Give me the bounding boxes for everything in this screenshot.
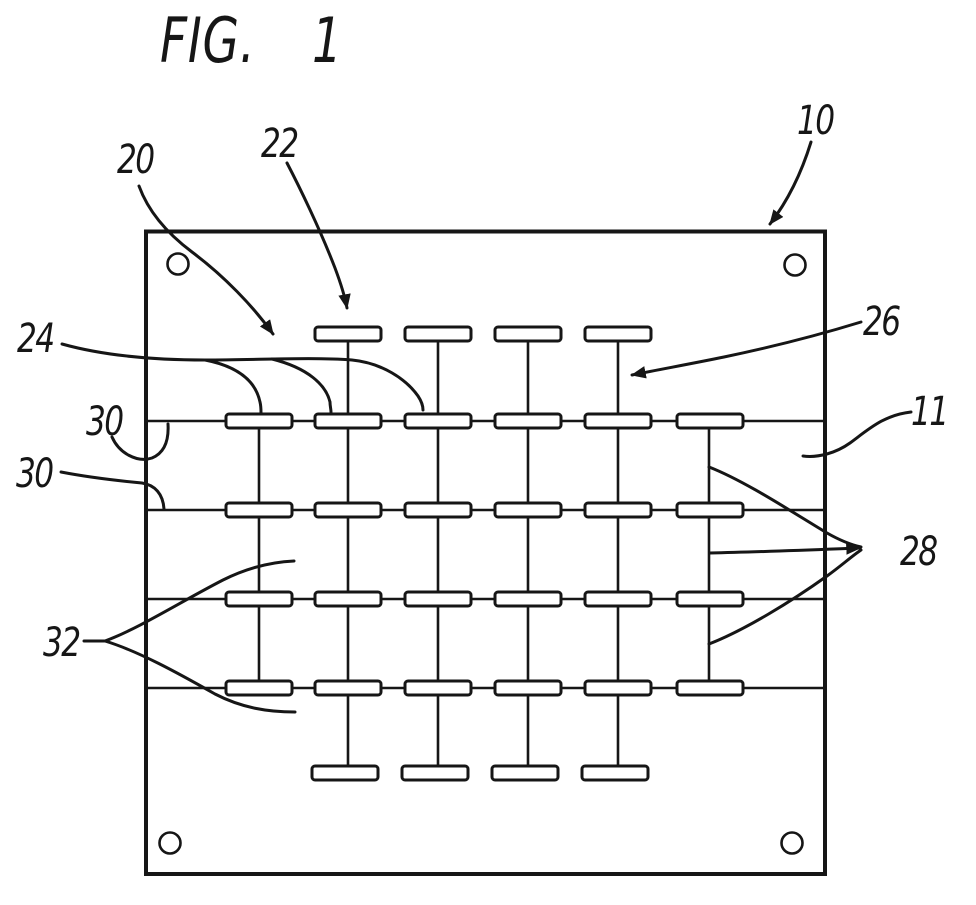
contact-pad: [675, 679, 745, 697]
mounting-hole-bottom-left: [158, 831, 182, 855]
ref-numeral-20: 20: [117, 137, 155, 183]
leader-lines: [59, 140, 913, 714]
leader-24-branch: [203, 358, 263, 415]
ref-numeral-30-upper: 30: [86, 399, 124, 445]
leader-10: [768, 140, 813, 226]
contact-pad: [493, 679, 563, 697]
contact-pad: [493, 325, 563, 343]
ref-numeral-24: 24: [17, 316, 55, 362]
contact-pad: [310, 764, 380, 782]
leader-24-main: [60, 342, 425, 412]
ref-numeral-11: 11: [911, 389, 949, 435]
leader-26: [630, 320, 863, 379]
contact-pad: [403, 590, 473, 608]
leader-30-upper: [110, 422, 170, 461]
leader-30-lower: [59, 470, 166, 511]
contact-pad: [224, 412, 294, 430]
leader-20: [137, 184, 275, 336]
contact-pad: [583, 501, 653, 519]
contact-pad: [675, 590, 745, 608]
contact-pad: [313, 590, 383, 608]
contact-pad: [583, 325, 653, 343]
contact-pad: [313, 325, 383, 343]
contact-pads: [224, 325, 745, 782]
ref-numeral-30-lower: 30: [16, 451, 54, 497]
contact-pad: [403, 501, 473, 519]
figure-title: FIG.: [160, 4, 256, 77]
contact-pad: [224, 590, 294, 608]
leader-32-lower: [103, 639, 297, 714]
leader-32-upper: [103, 559, 296, 643]
contact-pad: [224, 679, 294, 697]
contact-pad: [400, 764, 470, 782]
ref-numeral-26: 26: [863, 299, 901, 345]
mounting-hole-top-left: [166, 252, 190, 276]
contact-pad: [675, 412, 745, 430]
contact-pad: [493, 412, 563, 430]
contact-pad: [493, 501, 563, 519]
contact-pad: [224, 501, 294, 519]
contact-pad: [313, 679, 383, 697]
ref-numeral-28: 28: [900, 529, 938, 575]
contact-pad: [493, 590, 563, 608]
mounting-hole-bottom-right: [780, 831, 804, 855]
contact-pad: [490, 764, 560, 782]
contact-pad: [580, 764, 650, 782]
contact-pad: [403, 412, 473, 430]
ref-numeral-22: 22: [261, 121, 299, 167]
leader-28-middle: [708, 542, 862, 555]
contact-pad: [313, 501, 383, 519]
contact-pad: [403, 325, 473, 343]
leader-22: [285, 161, 351, 310]
contact-pad: [403, 679, 473, 697]
ref-numeral-10: 10: [797, 98, 835, 144]
mounting-holes: [158, 252, 807, 855]
contact-pad: [583, 412, 653, 430]
leader-11: [801, 410, 913, 458]
contact-pad: [583, 590, 653, 608]
figure-number: 1: [312, 4, 343, 77]
ref-numeral-32: 32: [43, 620, 81, 666]
mounting-hole-top-right: [783, 253, 807, 277]
leader-28-lower: [707, 548, 863, 646]
contact-pad: [313, 412, 383, 430]
contact-pad: [583, 679, 653, 697]
contact-pad: [675, 501, 745, 519]
leader-24-branch: [270, 357, 333, 414]
